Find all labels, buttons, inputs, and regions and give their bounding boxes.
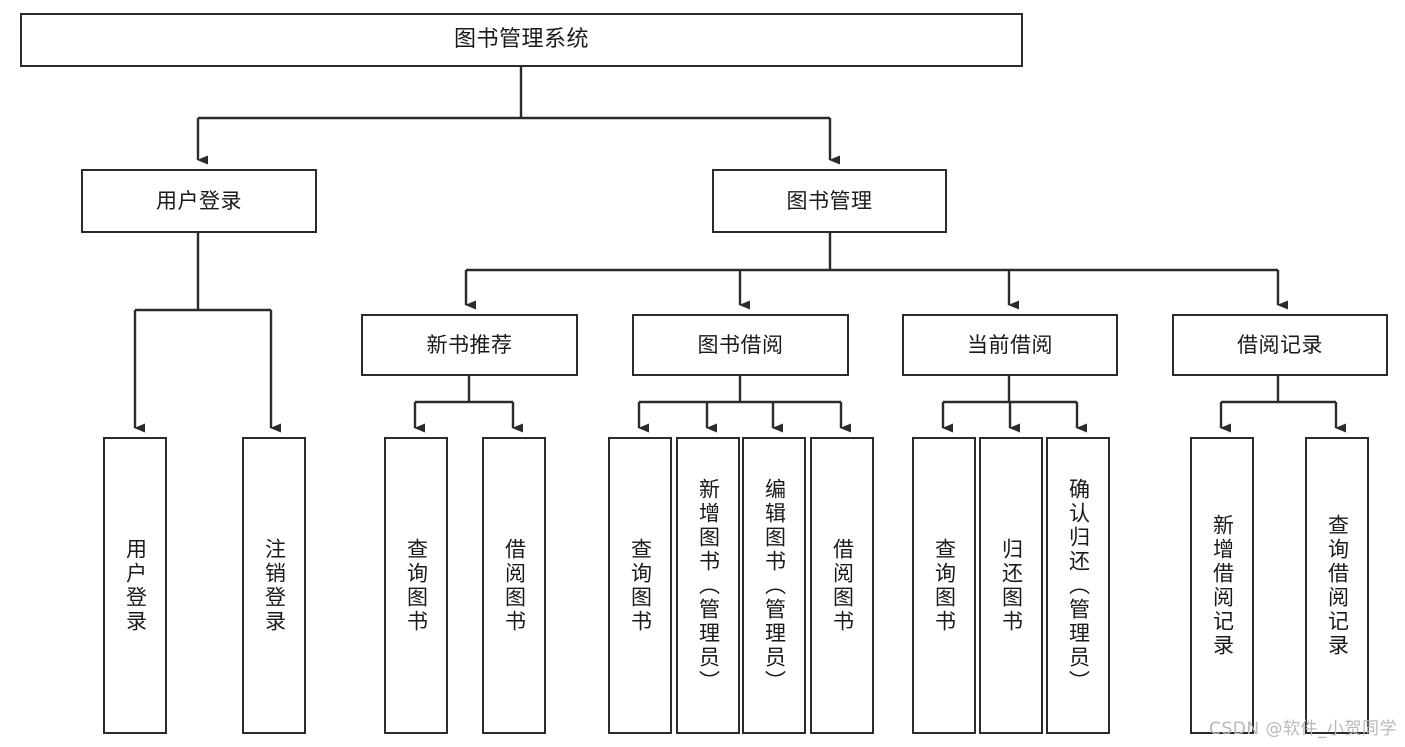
node-label: 借阅图书 [830, 537, 855, 634]
node-user-login[interactable]: 用户登录 [81, 169, 317, 233]
node-label: 新书推荐 [426, 332, 513, 357]
leaf-current-borrow-confirm-return-admin[interactable]: 确认归还（管理员） [1046, 437, 1110, 734]
csdn-watermark: CSDN @软件_小贺同学 [1209, 719, 1397, 739]
node-borrow-record[interactable]: 借阅记录 [1172, 314, 1388, 376]
leaf-logout-login[interactable]: 注销登录 [242, 437, 306, 734]
node-label: 注销登录 [262, 537, 287, 634]
leaf-borrow-record-query-record[interactable]: 查询借阅记录 [1305, 437, 1369, 734]
node-label: 图书管理系统 [453, 27, 589, 53]
node-label: 查询图书 [932, 537, 957, 634]
node-label: 图书管理 [786, 188, 873, 213]
node-label: 用户登录 [156, 188, 242, 213]
leaf-book-borrow-query-book[interactable]: 查询图书 [608, 437, 672, 734]
node-label: 归还图书 [999, 537, 1024, 634]
node-label: 借阅记录 [1237, 332, 1323, 357]
leaf-current-borrow-query-book[interactable]: 查询图书 [912, 437, 976, 734]
node-label: 确认归还（管理员） [1066, 477, 1091, 694]
leaf-book-borrow-add-book-admin[interactable]: 新增图书（管理员） [676, 437, 740, 734]
node-book-management[interactable]: 图书管理 [712, 169, 947, 233]
node-label: 查询借阅记录 [1325, 513, 1350, 658]
node-label: 查询图书 [628, 537, 653, 634]
node-label: 图书借阅 [697, 332, 784, 357]
leaf-new-book-query-book[interactable]: 查询图书 [384, 437, 448, 734]
node-label: 当前借阅 [967, 332, 1053, 357]
node-book-borrow[interactable]: 图书借阅 [632, 314, 849, 376]
leaf-borrow-record-add-record[interactable]: 新增借阅记录 [1190, 437, 1254, 734]
node-new-book-recommend[interactable]: 新书推荐 [361, 314, 578, 376]
node-label: 查询图书 [404, 537, 429, 634]
node-label: 新增借阅记录 [1210, 513, 1235, 658]
leaf-user-login[interactable]: 用户登录 [103, 437, 167, 734]
node-label: 编辑图书（管理员） [762, 477, 787, 694]
node-root-book-management-system[interactable]: 图书管理系统 [20, 13, 1023, 67]
leaf-new-book-borrow-book[interactable]: 借阅图书 [482, 437, 546, 734]
node-current-borrow[interactable]: 当前借阅 [902, 314, 1118, 376]
leaf-current-borrow-return-book[interactable]: 归还图书 [979, 437, 1043, 734]
node-label: 用户登录 [123, 537, 148, 634]
leaf-book-borrow-edit-book-admin[interactable]: 编辑图书（管理员） [742, 437, 806, 734]
leaf-book-borrow-borrow-book[interactable]: 借阅图书 [810, 437, 874, 734]
node-label: 新增图书（管理员） [696, 477, 721, 694]
node-label: 借阅图书 [502, 537, 527, 634]
